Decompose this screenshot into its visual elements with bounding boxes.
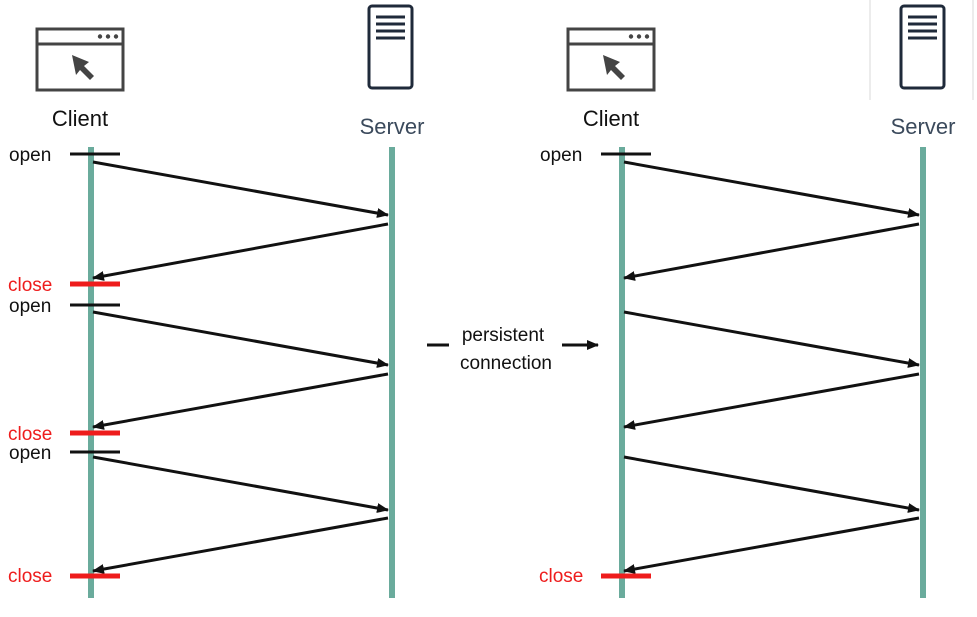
response-arrow [92, 516, 389, 574]
request-arrow-3 [623, 455, 920, 513]
server-label: Server [891, 114, 956, 139]
open-label: open [9, 443, 51, 464]
browser-window-icon [566, 27, 656, 92]
close-label: close [8, 566, 52, 587]
exchange-3: open close [8, 443, 389, 587]
server-tower-icon [367, 4, 414, 90]
left-panel: Client Server open close open close open [8, 4, 425, 598]
server-label: Server [360, 114, 425, 139]
response-arrow-1 [623, 222, 920, 281]
exchange-1: open close [8, 145, 389, 296]
browser-window-icon [35, 27, 125, 92]
client-label: Client [52, 106, 108, 131]
response-arrow-3 [623, 516, 920, 574]
connection-label: connection [460, 353, 552, 374]
request-arrow [92, 310, 389, 368]
close-label: close [8, 424, 52, 445]
client-label: Client [583, 106, 639, 131]
open-label: open [540, 145, 582, 166]
response-arrow [92, 372, 389, 430]
exchange-2: open close [8, 296, 389, 445]
close-label: close [539, 566, 583, 587]
response-arrow-2 [623, 372, 920, 430]
close-label: close [8, 275, 52, 296]
server-tower-icon [869, 0, 974, 100]
request-arrow [92, 455, 389, 513]
request-arrow [92, 160, 389, 218]
persistent-label: persistent [462, 325, 545, 346]
response-arrow [92, 222, 389, 281]
open-label: open [9, 296, 51, 317]
request-arrow-2 [623, 310, 920, 368]
open-label: open [9, 145, 51, 166]
request-arrow-1 [623, 160, 920, 218]
right-panel: Client Server open close [539, 0, 974, 598]
transition: persistent connection [427, 325, 599, 374]
